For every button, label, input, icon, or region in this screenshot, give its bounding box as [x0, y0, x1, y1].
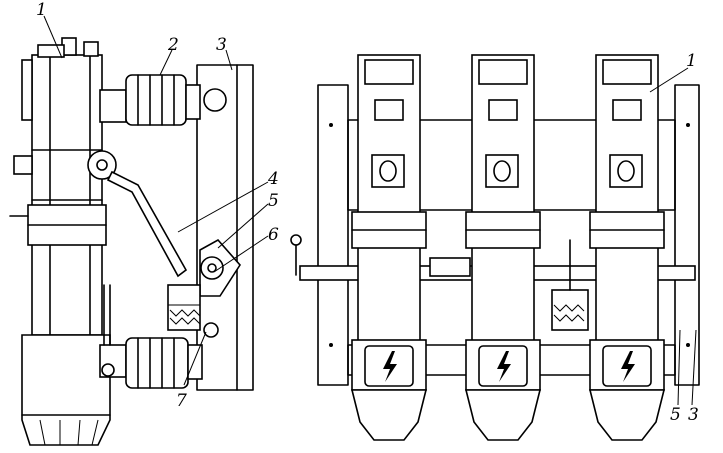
callout-6: 6 — [268, 225, 279, 245]
callout-5-left: 5 — [268, 191, 279, 211]
callout-3-right: 3 — [688, 405, 699, 425]
callout-7: 7 — [176, 391, 187, 411]
callout-3-left: 3 — [216, 35, 227, 55]
callout-5-right: 5 — [670, 405, 681, 425]
frame-hole-bottom — [203, 322, 219, 338]
lower-insulator — [99, 337, 203, 389]
front-pole-1 — [350, 54, 428, 441]
frame-hole-top — [203, 88, 227, 112]
pole-foot — [21, 334, 111, 446]
fuse-link — [167, 284, 201, 331]
front-frame-right — [674, 84, 700, 386]
callout-1-left: 1 — [36, 0, 47, 20]
leader-lines — [43, 15, 697, 406]
callout-1-right: 1 — [686, 51, 697, 71]
front-pole-3 — [588, 54, 666, 441]
front-pole-2 — [464, 54, 542, 441]
pivot-hub — [87, 150, 117, 180]
upper-insulator — [99, 74, 201, 126]
drive-lever — [106, 170, 188, 278]
side-frame — [196, 64, 254, 391]
callout-labels: 1 2 3 4 5 6 7 1 5 3 — [36, 0, 699, 425]
front-frame-left — [317, 84, 349, 386]
callout-4: 4 — [267, 169, 279, 189]
side-view — [9, 37, 254, 446]
front-view — [290, 54, 700, 441]
callout-2: 2 — [167, 35, 179, 55]
front-fuse — [551, 289, 589, 331]
pole-column — [31, 54, 103, 336]
crank-shaft — [200, 256, 224, 280]
